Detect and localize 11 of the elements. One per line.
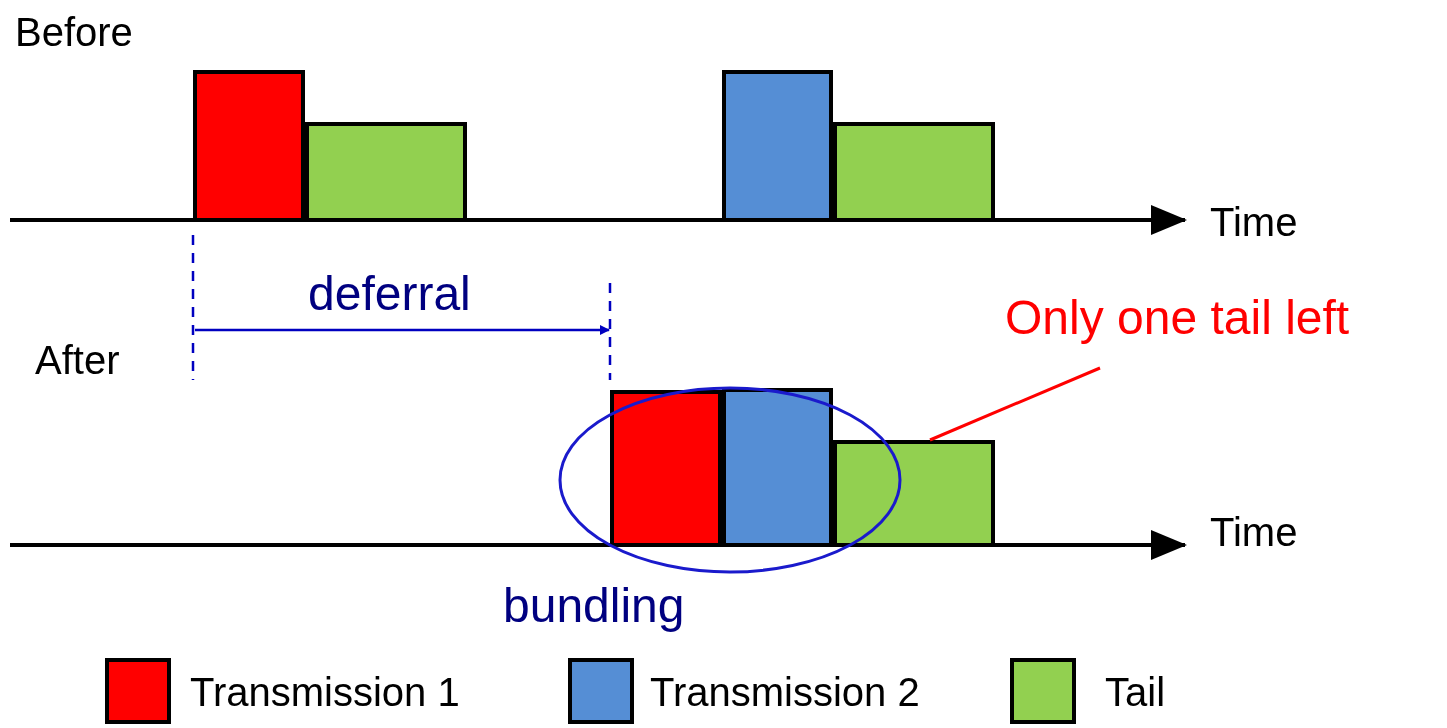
axis-label: Time [1210, 510, 1298, 554]
annotation-text: bundling [503, 580, 685, 633]
legend-text: Tail [1105, 670, 1166, 714]
row-label: After [35, 338, 120, 382]
legend-text: Transmission 2 [650, 670, 920, 714]
axis-label: Time [1210, 200, 1298, 244]
annotation-text: deferral [308, 268, 471, 321]
legend-text: Transmission 1 [190, 670, 460, 714]
leader-line [929, 366, 1101, 442]
callout-text: Only one tail left [1005, 292, 1350, 368]
row-label: Before [15, 10, 133, 54]
